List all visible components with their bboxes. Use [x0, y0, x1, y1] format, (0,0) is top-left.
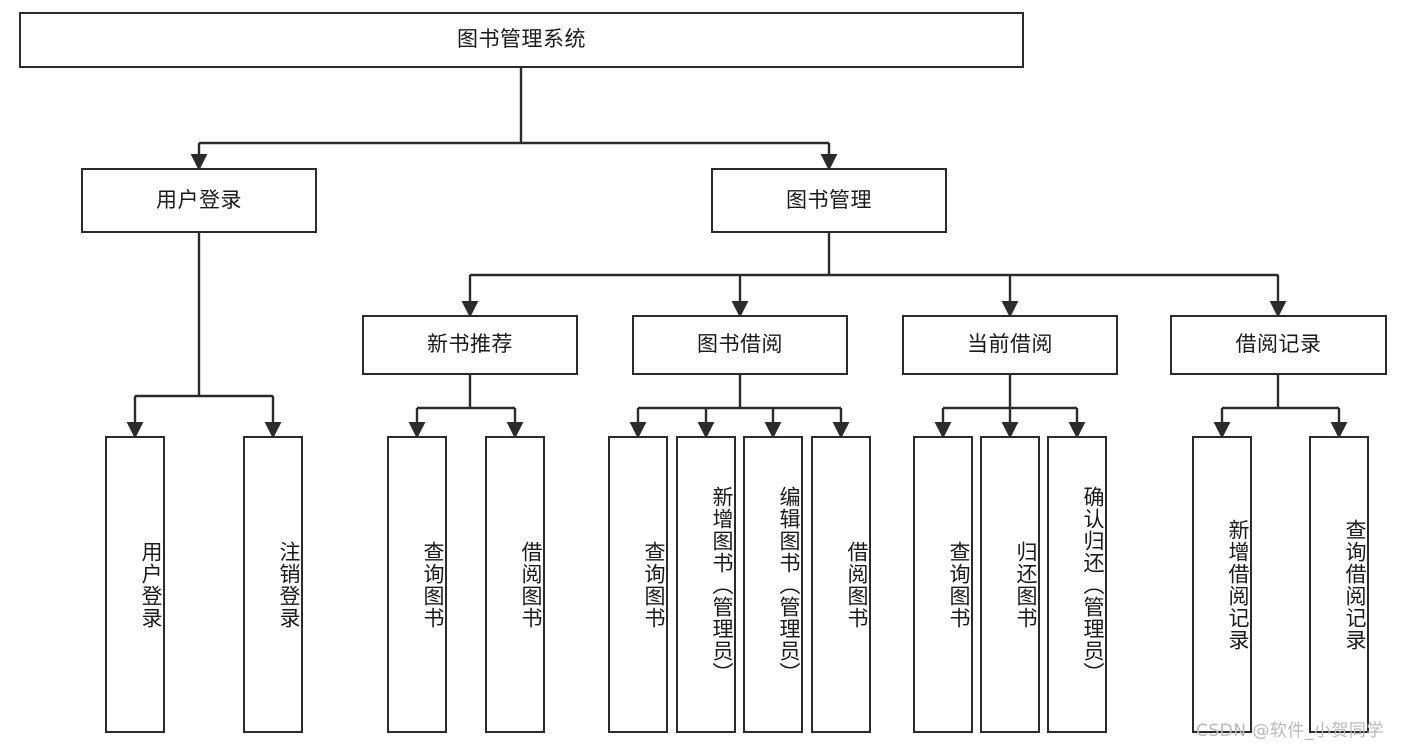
node-current-borrow[interactable]: 当前借阅: [902, 315, 1118, 375]
node-book-borrow[interactable]: 图书借阅: [632, 315, 848, 375]
node-leaf-edit-book-label: 编辑图书（管理员）: [777, 485, 801, 684]
csdn-watermark: CSDN @软件_小贺同学: [1196, 721, 1384, 741]
node-leaf-query-record[interactable]: 查询借阅记录: [1309, 436, 1369, 733]
node-leaf-borrow-book-2[interactable]: 借阅图书: [811, 436, 871, 733]
node-user-login[interactable]: 用户登录: [81, 168, 317, 233]
node-current-borrow-label: 当前借阅: [967, 332, 1053, 357]
node-leaf-query-book-2[interactable]: 查询图书: [608, 436, 668, 733]
node-leaf-add-record-label: 新增借阅记录: [1226, 518, 1250, 651]
node-borrow-record-label: 借阅记录: [1235, 332, 1322, 357]
node-root-label: 图书管理系统: [457, 27, 586, 52]
node-new-book-recommend[interactable]: 新书推荐: [362, 315, 578, 375]
node-book-manage[interactable]: 图书管理: [711, 168, 947, 233]
node-leaf-borrow-book-2-label: 借阅图书: [845, 540, 869, 629]
node-leaf-borrow-book-1-label: 借阅图书: [519, 540, 543, 629]
node-leaf-borrow-book-1[interactable]: 借阅图书: [485, 436, 545, 733]
node-borrow-record[interactable]: 借阅记录: [1170, 315, 1387, 375]
node-leaf-query-book-3[interactable]: 查询图书: [913, 436, 973, 733]
node-leaf-query-record-label: 查询借阅记录: [1343, 518, 1367, 651]
node-leaf-return-book-label: 归还图书: [1014, 540, 1038, 629]
node-leaf-query-book-1[interactable]: 查询图书: [387, 436, 447, 733]
node-leaf-query-book-3-label: 查询图书: [947, 540, 971, 629]
node-leaf-user-logout-label: 注销登录: [277, 540, 301, 629]
node-book-manage-label: 图书管理: [786, 187, 872, 212]
node-leaf-user-login[interactable]: 用户登录: [105, 436, 165, 733]
node-leaf-add-book-label: 新增图书（管理员）: [710, 485, 734, 684]
node-user-login-label: 用户登录: [156, 187, 242, 212]
node-leaf-confirm-return-label: 确认归还（管理员）: [1081, 485, 1105, 684]
node-leaf-user-login-label: 用户登录: [139, 540, 163, 629]
node-leaf-add-book[interactable]: 新增图书（管理员）: [676, 436, 736, 733]
node-leaf-user-logout[interactable]: 注销登录: [243, 436, 303, 733]
node-leaf-return-book[interactable]: 归还图书: [980, 436, 1040, 733]
node-leaf-confirm-return[interactable]: 确认归还（管理员）: [1047, 436, 1107, 733]
node-leaf-edit-book[interactable]: 编辑图书（管理员）: [743, 436, 803, 733]
node-leaf-query-book-2-label: 查询图书: [642, 540, 666, 629]
node-new-book-recommend-label: 新书推荐: [427, 332, 513, 357]
node-leaf-add-record[interactable]: 新增借阅记录: [1192, 436, 1252, 733]
node-book-borrow-label: 图书借阅: [697, 332, 783, 357]
node-leaf-query-book-1-label: 查询图书: [421, 540, 445, 629]
node-root[interactable]: 图书管理系统: [19, 12, 1024, 68]
